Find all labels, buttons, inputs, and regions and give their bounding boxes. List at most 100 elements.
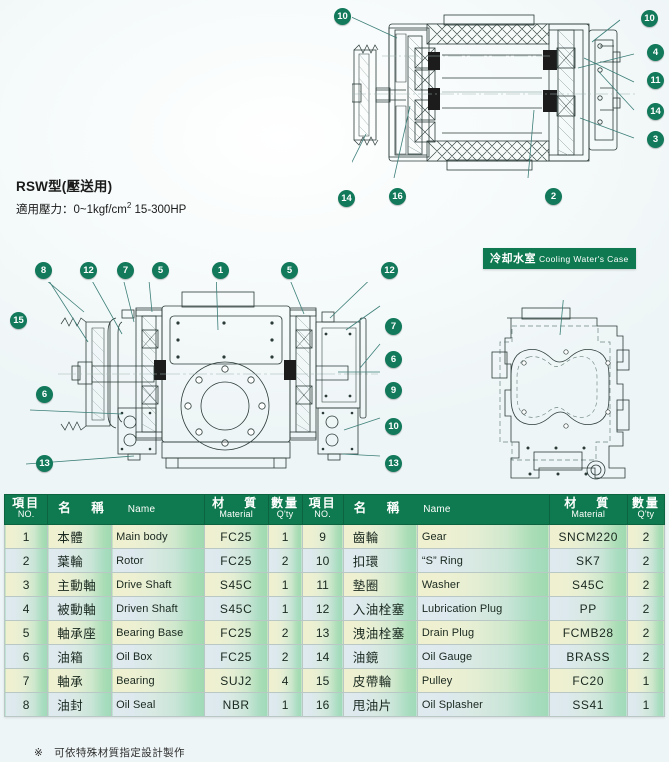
cell-no-right: 16 (301, 692, 344, 717)
cell-material-left: FC25 (203, 644, 269, 669)
cell-name-en-right: Gear (416, 524, 550, 549)
cell-no-right: 12 (301, 596, 344, 621)
cell-no-left: 6 (3, 644, 49, 669)
cell-no-right: 9 (301, 524, 344, 549)
cell-qty-right: 2 (626, 524, 666, 549)
col-no-right: 項目 NO. (301, 494, 344, 525)
parts-list-table: 項目 NO. 名 稱 Name 材 質 Material 數量 Q'ty (3, 494, 666, 717)
cell-name-cn-left: 主動軸 (47, 572, 113, 597)
callout-front-7b: 7 (385, 318, 402, 335)
cell-qty-left: 1 (267, 596, 303, 621)
cell-no-right: 11 (301, 572, 344, 597)
cell-name-cn-left: 軸承 (47, 668, 113, 693)
col-name-right: 名 稱 Name (342, 494, 550, 525)
cell-no-left: 4 (3, 596, 49, 621)
cell-name-en-right: Oil Gauge (416, 644, 550, 669)
cell-name-cn-left: 本體 (47, 524, 113, 549)
cell-name-en-left: Bearing Base (111, 620, 205, 645)
callout-front-8: 8 (35, 262, 52, 279)
cell-name-en-left: Bearing (111, 668, 205, 693)
cooling-label-cn: 冷却水室 (490, 253, 536, 265)
cell-no-left: 2 (3, 548, 49, 573)
cell-qty-left: 2 (267, 620, 303, 645)
cell-name-en-left: Oil Seal (111, 692, 205, 717)
cell-name-en-left: Driven Shaft (111, 596, 205, 621)
cell-qty-left: 1 (267, 524, 303, 549)
cell-qty-right: 2 (626, 572, 666, 597)
cooling-case-drawing (472, 300, 662, 490)
front-section-drawing (18, 282, 418, 472)
cell-name-en-right: Lubrication Plug (416, 596, 550, 621)
cell-material-right: PP (548, 596, 628, 621)
callout-front-12b: 12 (381, 262, 398, 279)
callout-top-10a: 10 (334, 8, 351, 25)
callout-top-4: 4 (647, 44, 664, 61)
callout-front-1: 1 (212, 262, 229, 279)
callout-front-6b: 6 (36, 386, 53, 403)
cell-qty-right: 2 (626, 644, 666, 669)
callout-top-14b: 14 (338, 190, 355, 207)
cell-no-left: 3 (3, 572, 49, 597)
cell-material-right: FCMB28 (548, 620, 628, 645)
cell-name-cn-right: 甩油片 (342, 692, 418, 717)
cell-material-left: FC25 (203, 620, 269, 645)
cell-name-en-right: “S” Ring (416, 548, 550, 573)
cell-name-cn-right: 洩油栓塞 (342, 620, 418, 645)
cell-material-left: NBR (203, 692, 269, 717)
col-qty-left: 數量 Q'ty (267, 494, 303, 525)
cell-qty-left: 1 (267, 572, 303, 597)
callout-front-13a: 13 (36, 455, 53, 472)
callout-top-14a: 14 (647, 103, 664, 120)
cell-name-cn-left: 被動軸 (47, 596, 113, 621)
cell-name-cn-right: 油鏡 (342, 644, 418, 669)
cell-material-left: S45C (203, 596, 269, 621)
cell-material-right: SNCM220 (548, 524, 628, 549)
cell-qty-left: 1 (267, 692, 303, 717)
callout-front-12a: 12 (80, 262, 97, 279)
col-material-left: 材 質 Material (203, 494, 269, 525)
cell-name-cn-left: 油箱 (47, 644, 113, 669)
callout-front-9: 9 (385, 382, 402, 399)
callout-top-11: 11 (647, 72, 664, 89)
col-material-right: 材 質 Material (548, 494, 628, 525)
cell-material-right: BRASS (548, 644, 628, 669)
callout-front-15: 15 (10, 312, 27, 329)
callout-front-5b: 5 (281, 262, 298, 279)
table-footnote: ※ 可依特殊材質指定設計製作 (34, 747, 185, 759)
top-section-drawing (352, 10, 638, 182)
cell-name-cn-left: 軸承座 (47, 620, 113, 645)
callout-top-2: 2 (545, 188, 562, 205)
cell-material-left: SUJ2 (203, 668, 269, 693)
cell-name-cn-right: 入油栓塞 (342, 596, 418, 621)
callout-top-10b: 10 (641, 10, 658, 27)
cell-name-cn-right: 扣環 (342, 548, 418, 573)
cell-qty-right: 2 (626, 548, 666, 573)
cell-qty-left: 4 (267, 668, 303, 693)
cell-no-left: 1 (3, 524, 49, 549)
cell-qty-left: 2 (267, 644, 303, 669)
cooling-label-en: Cooling Water's Case (539, 254, 629, 264)
cell-no-left: 5 (3, 620, 49, 645)
cell-no-left: 8 (3, 692, 49, 717)
cell-qty-left: 2 (267, 548, 303, 573)
cell-qty-right: 2 (626, 620, 666, 645)
cell-no-right: 15 (301, 668, 344, 693)
cell-name-en-left: Main body (111, 524, 205, 549)
cell-qty-right: 1 (626, 692, 666, 717)
cell-material-right: SK7 (548, 548, 628, 573)
model-spec: 適用壓力：0~1kgf/cm2 15-300HP (16, 201, 187, 216)
cell-material-left: FC25 (203, 548, 269, 573)
col-qty-right: 數量 Q'ty (626, 494, 666, 525)
cell-name-en-right: Washer (416, 572, 550, 597)
model-name: RSW型(壓送用) (16, 179, 113, 194)
callout-front-6a: 6 (385, 351, 402, 368)
